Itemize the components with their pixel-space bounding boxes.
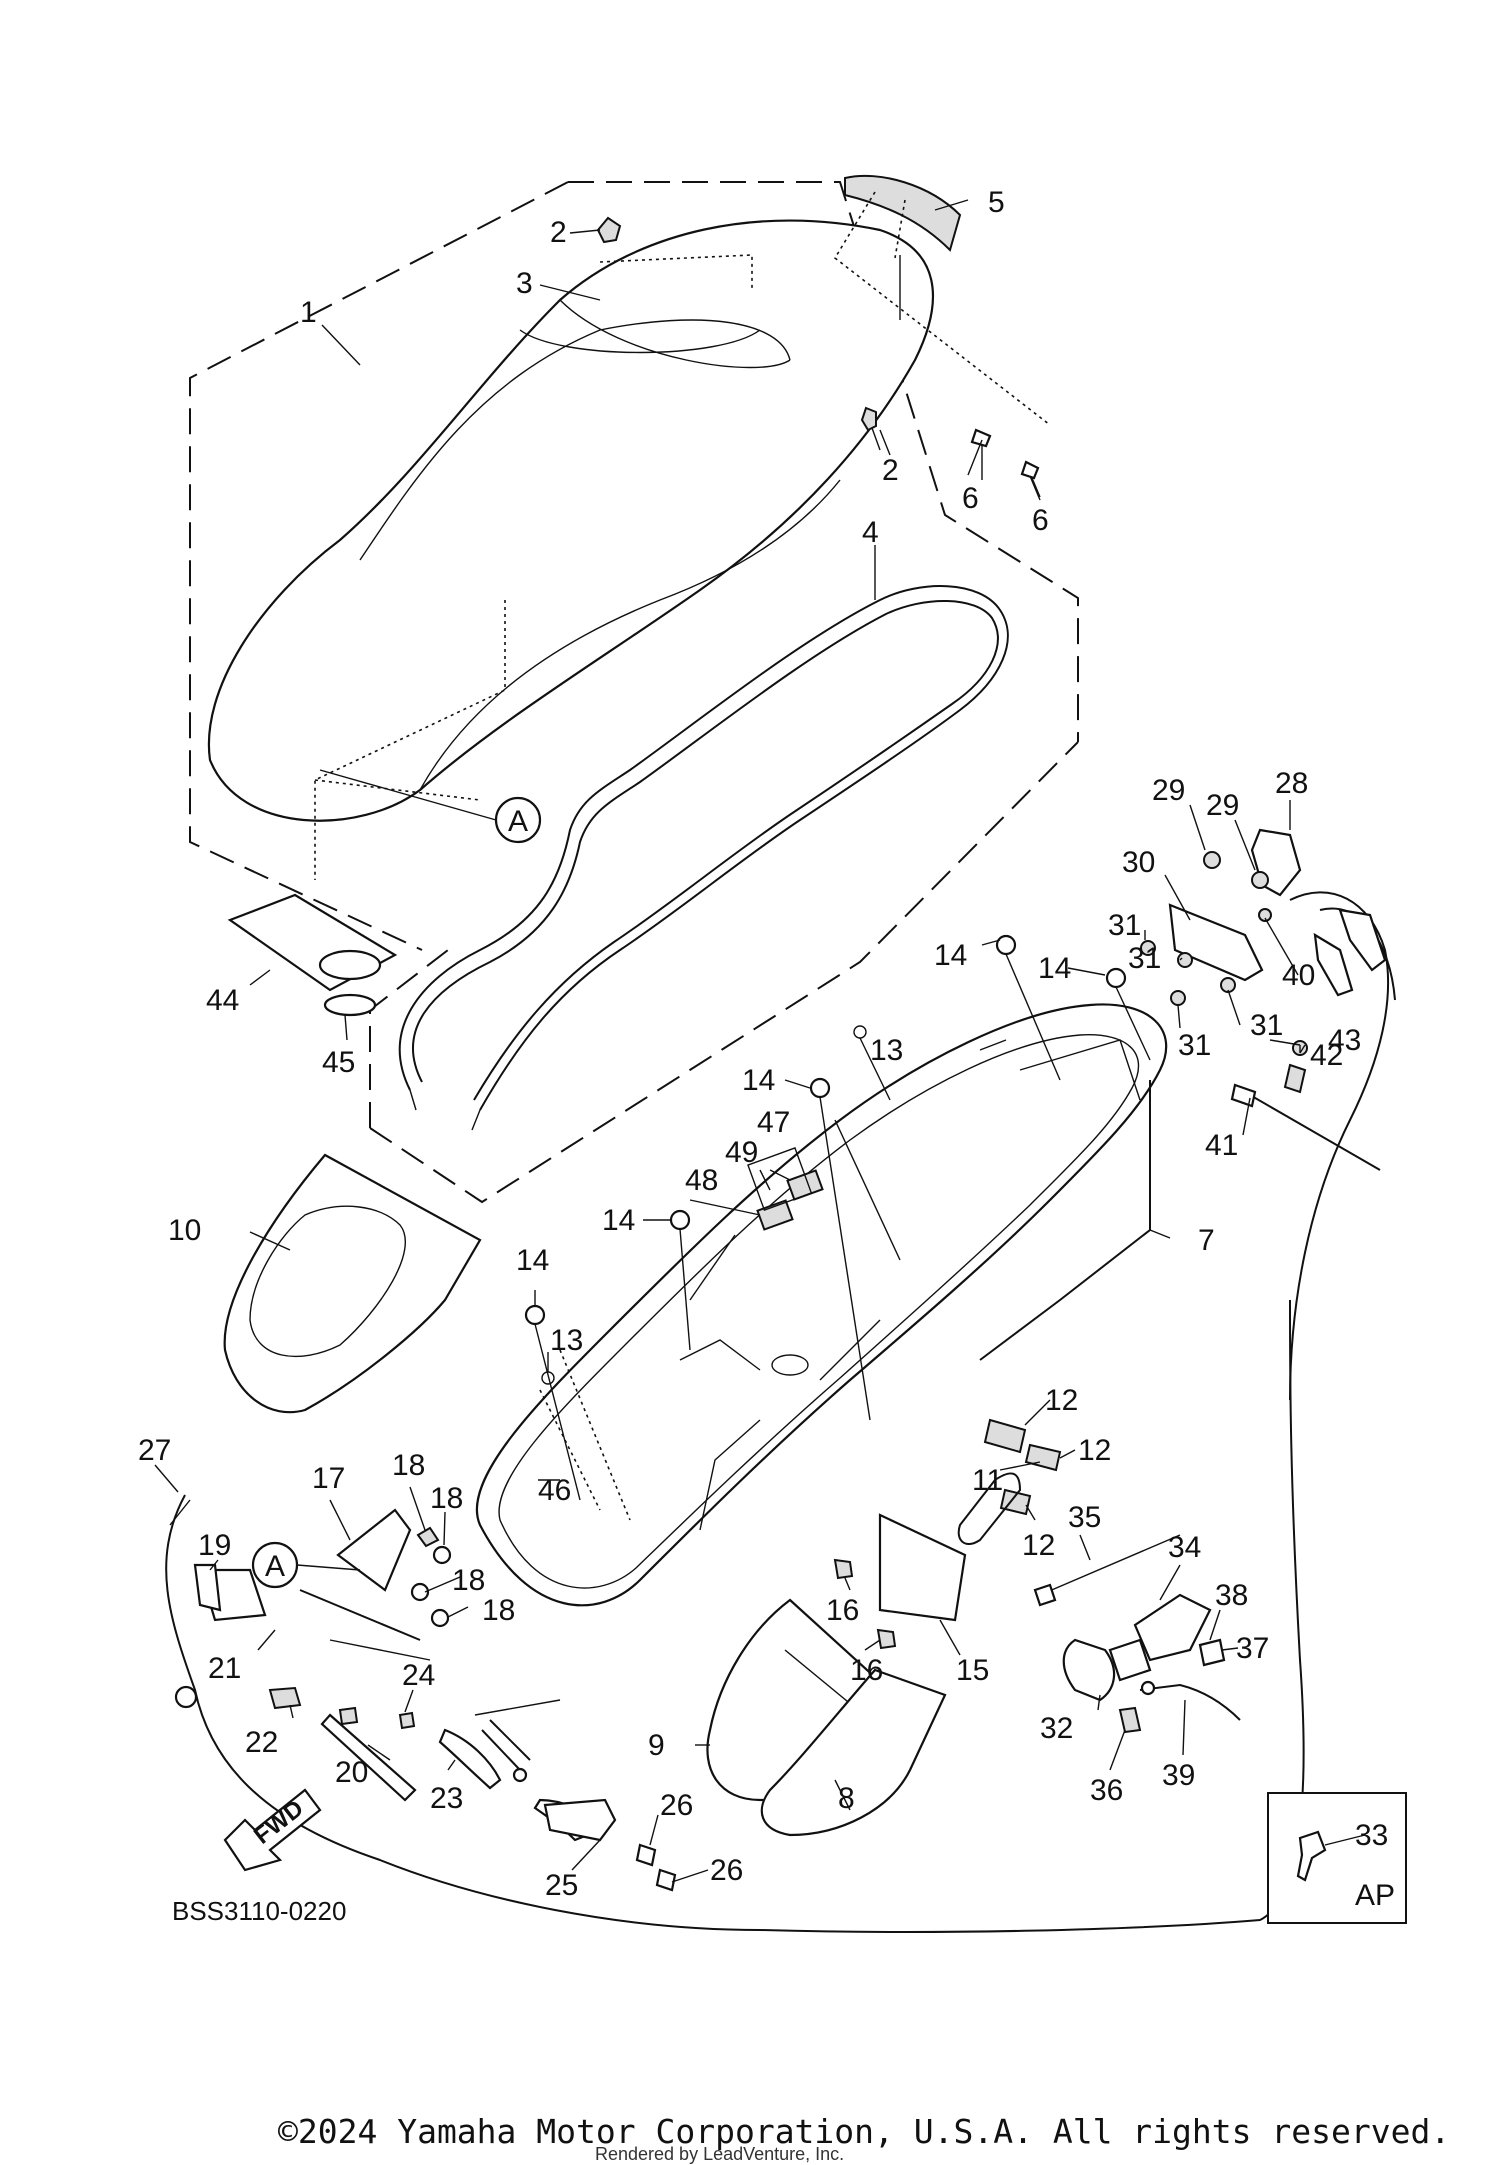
- callout-6: 6: [962, 482, 979, 515]
- callout-29a: 29: [1152, 774, 1185, 807]
- callout-31d: 31: [1178, 1029, 1211, 1062]
- callout-7: 7: [1198, 1224, 1215, 1257]
- copyright-notice: ©2024 Yamaha Motor Corporation, U.S.A. A…: [278, 2112, 1450, 2151]
- plate: [833, 1513, 967, 1650]
- callout-42: 42: [1310, 1039, 1343, 1072]
- callout-15: 15: [956, 1654, 989, 1687]
- callout-1: 1: [300, 296, 317, 329]
- callout-2b: 2: [882, 454, 899, 487]
- callout-26a: 26: [660, 1789, 693, 1822]
- callout-34: 34: [1168, 1531, 1201, 1564]
- callout-14c: 14: [742, 1064, 775, 1097]
- ref-marker-seat: A: [508, 805, 528, 838]
- callout-31b: 31: [1128, 942, 1161, 975]
- callout-3: 3: [516, 267, 533, 300]
- callout-11: 11: [972, 1464, 1003, 1497]
- callout-18a: 18: [392, 1449, 425, 1482]
- callout-45: 45: [322, 1046, 355, 1079]
- callout-25: 25: [545, 1869, 578, 1902]
- fasteners-top: [596, 216, 1041, 501]
- callout-49: 49: [725, 1136, 758, 1169]
- fwd-arrow: FWD: [223, 1788, 322, 1872]
- latch-assembly: [1140, 828, 1396, 1401]
- callout-33: 33: [1355, 1819, 1388, 1852]
- callout-12c: 12: [1022, 1529, 1055, 1562]
- callout-44: 44: [206, 984, 239, 1017]
- seat-pad: [227, 893, 398, 1017]
- callout-26b: 26: [710, 1854, 743, 1887]
- callout-19: 19: [198, 1529, 231, 1562]
- key-icon: [1296, 1830, 1327, 1882]
- seat-handle: [833, 174, 1051, 426]
- rendered-by: Rendered by LeadVenture, Inc.: [595, 2144, 844, 2164]
- reference-marker-a: A A: [251, 769, 542, 1589]
- liners: [706, 1598, 947, 1837]
- callout-47: 47: [757, 1106, 790, 1139]
- storage-box: [475, 1003, 1168, 1607]
- linkage-left: [165, 1299, 1305, 1933]
- callout-36: 36: [1090, 1774, 1123, 1807]
- callout-14b: 14: [1038, 952, 1071, 985]
- callout-37: 37: [1236, 1632, 1269, 1665]
- ap-label: AP: [1355, 1879, 1395, 1912]
- callout-12b: 12: [1078, 1434, 1111, 1467]
- callout-17: 17: [312, 1462, 345, 1495]
- callout-2: 2: [550, 216, 567, 249]
- callout-35: 35: [1068, 1501, 1101, 1534]
- callout-23: 23: [430, 1782, 463, 1815]
- ap-box: AP: [1267, 1792, 1407, 1924]
- callout-43: 43: [1328, 1024, 1361, 1057]
- callout-29b: 29: [1206, 789, 1239, 822]
- callout-21: 21: [208, 1652, 241, 1685]
- callout-14a: 14: [934, 939, 967, 972]
- seat: [207, 219, 934, 880]
- callout-48: 48: [685, 1164, 718, 1197]
- leader-lines: [154, 199, 1366, 1883]
- callout-39: 39: [1162, 1759, 1195, 1792]
- callout-5: 5: [988, 186, 1005, 219]
- callout-46: 46: [538, 1474, 571, 1507]
- callout-16a: 16: [826, 1594, 859, 1627]
- callout-14d: 14: [602, 1204, 635, 1237]
- callout-14e: 14: [516, 1244, 549, 1277]
- callout-9: 9: [648, 1729, 665, 1762]
- seal-strip: [398, 585, 1009, 1131]
- callout-13b: 13: [550, 1324, 583, 1357]
- callout-27: 27: [138, 1434, 171, 1467]
- callout-13a: 13: [870, 1034, 903, 1067]
- callout-22: 22: [245, 1726, 278, 1759]
- diagram-code: BSS3110-0220: [172, 1896, 346, 1926]
- callout-16b: 16: [850, 1654, 883, 1687]
- callout-31a: 31: [1108, 909, 1141, 942]
- callout-10: 10: [168, 1214, 201, 1247]
- callout-labels: 1 2 2 3 4 5 6 6 7 8 9 10 11 12 12 12 13 …: [138, 186, 1388, 1902]
- callout-38: 38: [1215, 1579, 1248, 1612]
- callout-20: 20: [335, 1756, 368, 1789]
- callout-12a: 12: [1045, 1384, 1078, 1417]
- callout-6b: 6: [1032, 504, 1049, 537]
- callout-32: 32: [1040, 1712, 1073, 1745]
- lock-parts: [1033, 1534, 1241, 1734]
- callout-18b: 18: [430, 1482, 463, 1515]
- callout-40: 40: [1282, 959, 1315, 992]
- callout-8: 8: [838, 1782, 855, 1815]
- callout-31c: 31: [1250, 1009, 1283, 1042]
- callout-18d: 18: [482, 1594, 515, 1627]
- callout-18c: 18: [452, 1564, 485, 1597]
- mat: [223, 1153, 482, 1414]
- callout-30: 30: [1122, 846, 1155, 879]
- callout-41: 41: [1205, 1129, 1238, 1162]
- callout-4: 4: [862, 516, 879, 549]
- callout-24: 24: [402, 1659, 435, 1692]
- callout-28: 28: [1275, 767, 1308, 800]
- ref-marker-link: A: [265, 1550, 285, 1583]
